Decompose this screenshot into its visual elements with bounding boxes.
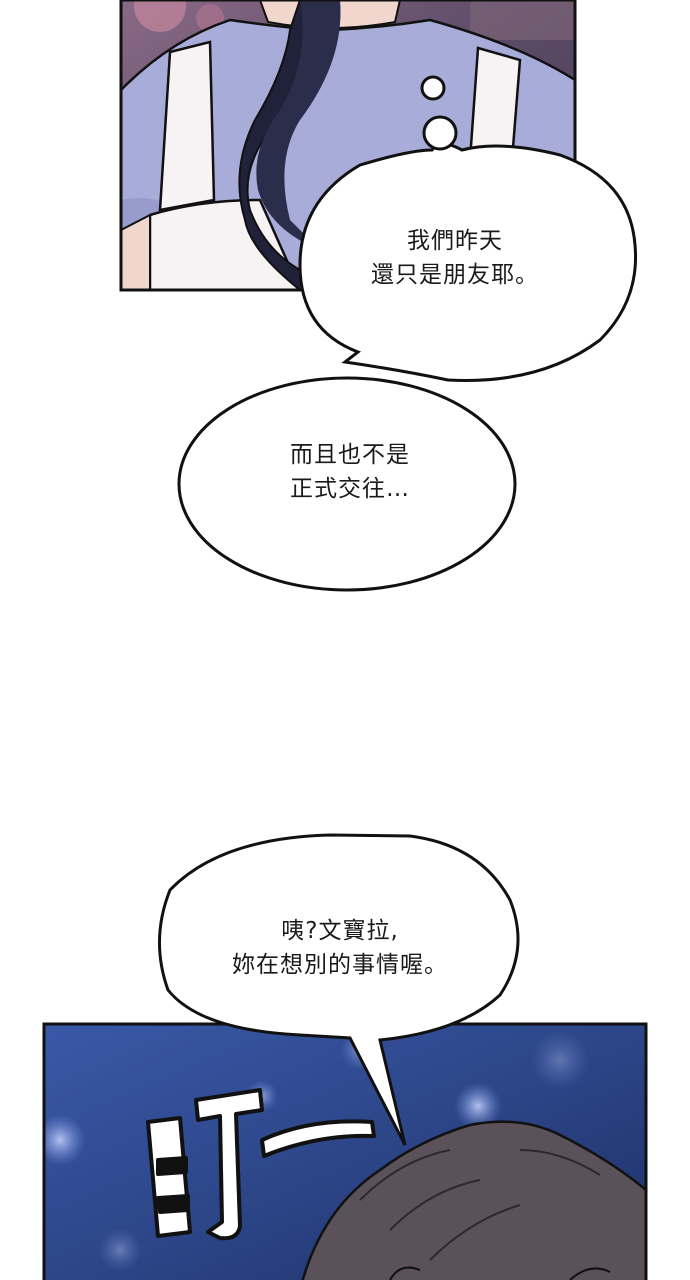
speech-line: 咦?文寶拉,	[281, 918, 399, 944]
speech-line: 而且也不是	[290, 442, 410, 468]
speech-text-1: 我們昨天 還只是朋友耶。	[330, 224, 580, 292]
speech-bubble-2	[177, 376, 517, 592]
speech-bubble-3	[157, 833, 520, 1146]
speech-line: 還只是朋友耶。	[371, 262, 539, 288]
bottom-panel	[44, 1024, 646, 1280]
speech-line: 妳在想別的事情喔。	[232, 952, 448, 978]
speech-line: 我們昨天	[407, 228, 503, 254]
speech-text-2: 而且也不是 正式交往…	[220, 438, 480, 506]
speech-text-3: 咦?文寶拉, 妳在想別的事情喔。	[180, 914, 500, 982]
speech-line: 正式交往…	[290, 476, 410, 502]
speech-bubble-1	[298, 75, 638, 382]
